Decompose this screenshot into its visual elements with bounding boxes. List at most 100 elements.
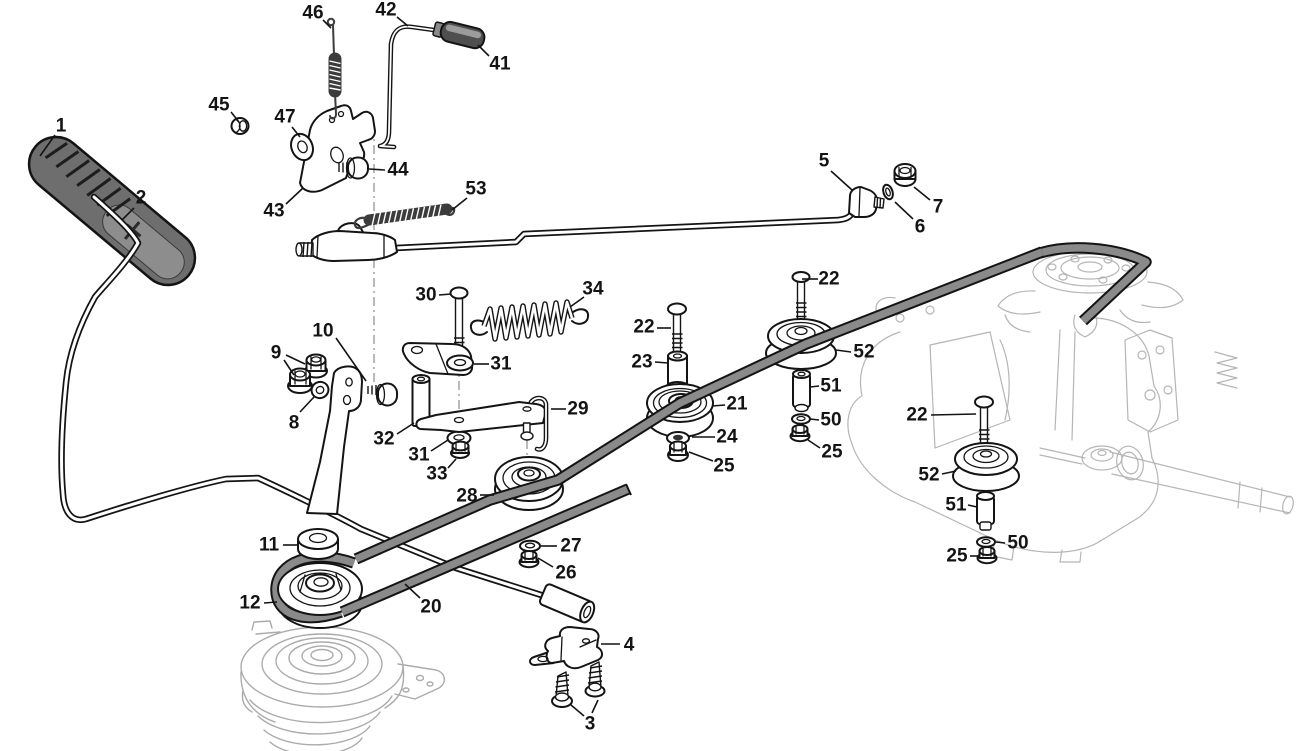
callout-leader-9-0 bbox=[285, 354, 306, 365]
callout-label-51b: 51 bbox=[945, 495, 967, 516]
washer-8 bbox=[310, 380, 330, 400]
callout-label-44: 44 bbox=[387, 160, 409, 181]
callout-label-6: 6 bbox=[915, 217, 926, 238]
bushing-45 bbox=[230, 117, 250, 135]
callout-label-22b: 22 bbox=[818, 269, 839, 290]
callout-label-47: 47 bbox=[274, 107, 295, 128]
callout-leader-32 bbox=[396, 422, 415, 435]
bushing-11 bbox=[297, 528, 339, 560]
callout-leader-7 bbox=[913, 186, 931, 201]
flanged-nut-9b bbox=[287, 367, 313, 394]
callout-label-52b: 52 bbox=[918, 465, 939, 486]
callout-label-52a: 52 bbox=[853, 342, 874, 363]
callout-leader-41 bbox=[477, 44, 490, 57]
v-idler-pulley-52-right bbox=[952, 442, 1020, 492]
callout-leader-51b bbox=[967, 504, 978, 508]
callout-label-8: 8 bbox=[289, 413, 300, 434]
callout-label-53: 53 bbox=[465, 179, 486, 200]
callout-label-33: 33 bbox=[426, 464, 447, 485]
callout-leader-31b bbox=[430, 439, 449, 452]
callout-label-34: 34 bbox=[582, 279, 604, 300]
callout-leader-47 bbox=[291, 126, 301, 138]
callout-leader-2 bbox=[121, 207, 135, 221]
callout-label-7: 7 bbox=[933, 197, 944, 218]
callout-label-22c: 22 bbox=[906, 405, 927, 426]
pedal-shaft-rod bbox=[58, 193, 564, 605]
callout-leader-1 bbox=[39, 134, 56, 157]
callout-label-11: 11 bbox=[259, 535, 280, 556]
callout-label-20: 20 bbox=[420, 597, 441, 618]
callout-label-3: 3 bbox=[585, 714, 596, 735]
callout-leader-50b bbox=[995, 541, 1006, 544]
callout-leader-45 bbox=[230, 111, 240, 123]
callout-label-43: 43 bbox=[263, 201, 284, 222]
callout-leader-6 bbox=[894, 201, 914, 220]
rod-clevis bbox=[295, 222, 398, 262]
brake-lever-arm bbox=[306, 365, 363, 515]
nut-26 bbox=[518, 550, 540, 569]
callout-leader-3-0 bbox=[570, 704, 585, 717]
callout-leader-43 bbox=[285, 187, 304, 205]
washer-47 bbox=[290, 132, 314, 162]
callout-leader-25b bbox=[807, 439, 821, 449]
callout-label-23: 23 bbox=[631, 352, 652, 373]
callout-leader-34 bbox=[569, 296, 585, 308]
callout-label-31a: 31 bbox=[490, 354, 512, 375]
callout-leader-9-1 bbox=[283, 359, 295, 376]
rod-grip-41 bbox=[432, 20, 486, 50]
callout-label-30: 30 bbox=[415, 285, 436, 306]
callout-leader-25a bbox=[688, 451, 714, 462]
callout-leader-8 bbox=[299, 396, 315, 413]
callout-leader-42 bbox=[396, 16, 409, 27]
callout-label-27: 27 bbox=[560, 536, 581, 557]
callout-label-25b: 25 bbox=[821, 442, 843, 463]
callout-label-32: 32 bbox=[373, 429, 394, 450]
nut-25-left bbox=[667, 440, 689, 462]
callout-leader-5 bbox=[830, 170, 853, 191]
spring-53 bbox=[353, 203, 456, 230]
knob-bolt-44 bbox=[338, 156, 369, 180]
callout-leader-3-1 bbox=[591, 699, 599, 714]
nut-7 bbox=[893, 163, 917, 187]
callout-leader-20 bbox=[404, 583, 421, 599]
washer-31-upper bbox=[446, 354, 474, 372]
callout-leader-44 bbox=[368, 168, 386, 171]
callout-leader-10 bbox=[335, 337, 367, 382]
callout-leader-26 bbox=[537, 557, 554, 568]
callout-label-46: 46 bbox=[302, 3, 323, 24]
callout-label-31b: 31 bbox=[408, 445, 430, 466]
spacer-51-middle bbox=[792, 369, 811, 413]
callout-leader-22c bbox=[930, 413, 977, 416]
belt-guide-bracket-29 bbox=[415, 395, 549, 452]
brake-rod-5 bbox=[392, 186, 885, 252]
callout-leader-52b bbox=[941, 470, 957, 475]
callout-label-2: 2 bbox=[136, 188, 147, 209]
clutch-ghost bbox=[240, 620, 445, 751]
callout-leader-51a bbox=[809, 385, 820, 388]
callout-label-25a: 25 bbox=[713, 456, 735, 477]
callout-label-25c: 25 bbox=[946, 546, 968, 567]
callout-label-4: 4 bbox=[624, 635, 635, 656]
callout-leader-33 bbox=[447, 458, 457, 469]
callout-leader-12 bbox=[263, 601, 278, 604]
callout-label-9: 9 bbox=[271, 343, 282, 364]
callout-label-42: 42 bbox=[375, 0, 396, 21]
callout-leader-46 bbox=[322, 19, 332, 29]
spring-46 bbox=[326, 17, 342, 120]
spring-34 bbox=[469, 299, 590, 342]
callout-label-24: 24 bbox=[716, 427, 738, 448]
callout-label-45: 45 bbox=[208, 95, 230, 116]
callout-label-5: 5 bbox=[819, 151, 830, 172]
nut-33 bbox=[450, 440, 470, 459]
callout-label-28: 28 bbox=[456, 486, 477, 507]
callout-label-22a: 22 bbox=[633, 317, 654, 338]
callout-leader-21 bbox=[711, 404, 726, 407]
washer-6 bbox=[882, 183, 894, 201]
callout-label-26: 26 bbox=[555, 563, 576, 584]
washer-50-right bbox=[976, 536, 996, 548]
callout-label-1: 1 bbox=[56, 116, 67, 137]
callout-label-29: 29 bbox=[567, 399, 588, 420]
